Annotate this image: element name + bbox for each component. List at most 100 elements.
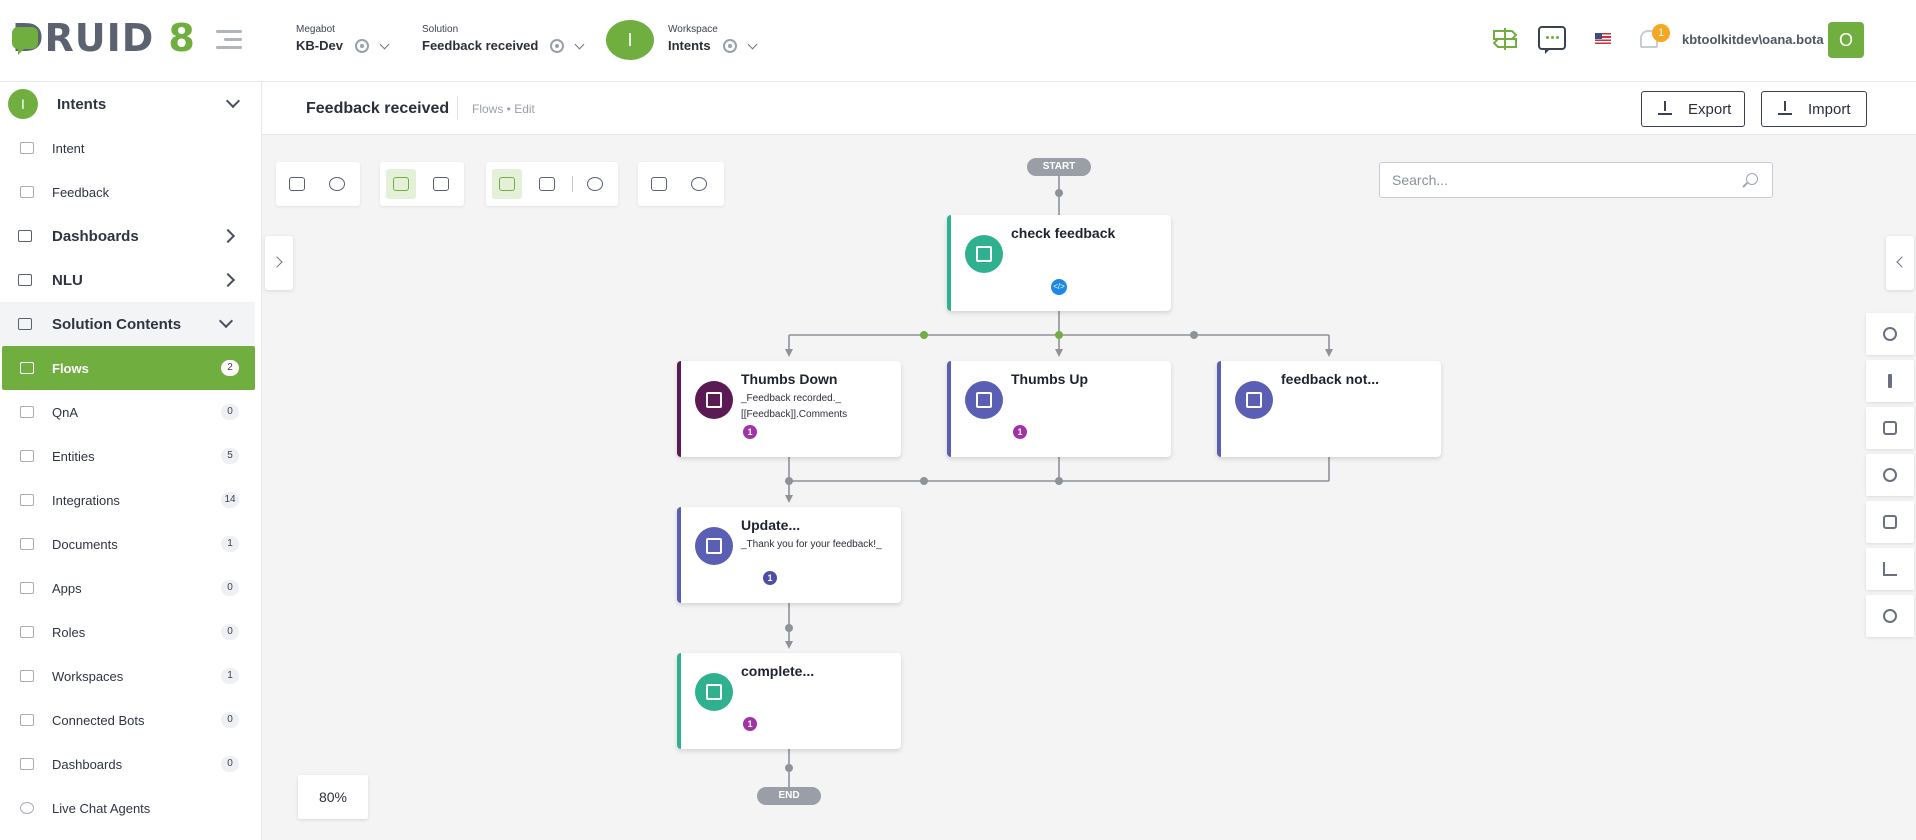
workspace-badge: I (8, 89, 38, 119)
add-node-icon[interactable] (644, 169, 674, 199)
sidebar-item-documents[interactable]: Documents 1 (2, 522, 255, 566)
divider (457, 96, 458, 120)
sidebar-item-feedback[interactable]: Feedback (2, 170, 255, 214)
node-title: complete... (741, 663, 815, 679)
terminal-icon (695, 381, 733, 419)
conversation-icon[interactable] (1866, 454, 1914, 496)
count-badge: 1 (221, 668, 239, 684)
import-button[interactable]: Import (1761, 91, 1867, 127)
zoom-level[interactable]: 80% (298, 775, 368, 819)
sidebar-workspace-header[interactable]: I Intents (0, 82, 262, 126)
gear-icon[interactable] (1866, 313, 1914, 355)
nlu-icon (18, 274, 32, 286)
collapse-panel-icon[interactable] (282, 169, 312, 199)
branch-view-icon[interactable] (426, 169, 456, 199)
sidebar-item-entities[interactable]: Entities 5 (2, 434, 255, 478)
sidebar-item-connected-bots[interactable]: Connected Bots 0 (2, 698, 255, 742)
druid-logo[interactable]: DRUID 8 (12, 18, 195, 58)
workspaces-icon (20, 670, 34, 682)
workspace-value: Intents (668, 38, 711, 53)
chevron-down-icon[interactable] (225, 93, 241, 109)
reset-icon[interactable] (684, 169, 714, 199)
tree-view-icon[interactable] (386, 169, 416, 199)
flow-node-check-feedback[interactable]: check feedback </> (947, 215, 1171, 311)
page-title: Feedback received (306, 100, 450, 117)
toolbar-divider (572, 176, 573, 192)
node-message: _Thank you for your feedback!_ (741, 539, 882, 550)
menu-toggle-icon[interactable] (216, 30, 242, 50)
hierarchy-icon[interactable] (1866, 501, 1914, 543)
megabot-gear-icon[interactable] (354, 39, 369, 53)
refresh-icon[interactable] (580, 169, 610, 199)
notification-badge: 1 (1652, 24, 1670, 42)
solution-label: Solution (422, 24, 459, 35)
flow-node-feedback-not[interactable]: feedback not... (1217, 361, 1441, 457)
dashboards-icon (20, 758, 34, 770)
megabot-value: KB-Dev (296, 38, 343, 53)
workspace-chevron-down-icon[interactable] (747, 39, 758, 49)
chevron-left-icon (1896, 256, 1908, 268)
flow-node-update[interactable]: Update... _Thank you for your feedback!_… (677, 507, 901, 603)
sidebar-section-dashboards[interactable]: Dashboards (0, 214, 255, 258)
sidebar-item-integrations[interactable]: Integrations 14 (2, 478, 255, 522)
sidebar: I Intents Intent Feedback Dashboards NLU… (0, 82, 262, 840)
flow-node-complete[interactable]: complete... 1 (677, 653, 901, 749)
flow-node-thumbs-up[interactable]: Thumbs Up 1 (947, 361, 1171, 457)
count-badge: 0 (221, 624, 239, 640)
sidebar-item-apps[interactable]: Apps 0 (2, 566, 255, 610)
expand-right-panel-button[interactable] (1886, 236, 1914, 290)
sidebar-item-live-chat-agents[interactable]: Live Chat Agents (2, 786, 255, 830)
breadcrumb[interactable]: Flows • Edit (472, 102, 535, 116)
sidebar-item-label: Flows (52, 360, 89, 376)
edit-nodes-icon[interactable] (532, 169, 562, 199)
sidebar-section-nlu[interactable]: NLU (0, 258, 255, 302)
user-avatar[interactable]: O (1828, 22, 1864, 58)
chart-icon[interactable] (1866, 548, 1914, 590)
signpost-icon[interactable] (1490, 26, 1520, 52)
sidebar-item-roles[interactable]: Roles 0 (2, 610, 255, 654)
node-accent-bar (1217, 361, 1221, 457)
us-flag-icon[interactable] (1595, 33, 1611, 44)
auto-layout-icon[interactable] (492, 169, 522, 199)
flow-canvas[interactable]: START END check feedback </> Thumbs Down… (262, 135, 1916, 840)
toolbar-group-layout (276, 162, 360, 206)
sidebar-item-dashboards[interactable]: Dashboards 0 (2, 742, 255, 786)
megabot-chevron-down-icon[interactable] (379, 39, 390, 49)
solution-chevron-down-icon[interactable] (574, 39, 585, 49)
apps-icon (20, 582, 34, 594)
sidebar-item-flows[interactable]: Flows 2 (2, 346, 255, 390)
chevron-right-icon (220, 272, 236, 288)
top-bar: DRUID 8 Megabot KB-Dev Solution Feedback… (0, 0, 1916, 82)
chevron-right-icon (271, 256, 283, 268)
node-badge: 1 (743, 425, 757, 439)
dashboard-icon (18, 230, 32, 242)
sidebar-item-label: Documents (52, 536, 118, 552)
integrations-icon (20, 494, 34, 506)
sidebar-item-intent[interactable]: Intent (2, 126, 255, 170)
megabot-selector[interactable]: Megabot KB-Dev (296, 24, 390, 56)
sidebar-item-workspaces[interactable]: Workspaces 1 (2, 654, 255, 698)
info-icon[interactable] (1866, 360, 1914, 402)
solution-selector[interactable]: Solution Feedback received (422, 24, 585, 56)
export-button[interactable]: Export (1641, 91, 1745, 127)
search-icon[interactable] (1746, 173, 1758, 185)
sidebar-item-qna[interactable]: QnA 0 (2, 390, 255, 434)
chat-icon[interactable] (1538, 26, 1566, 54)
flow-node-thumbs-down[interactable]: Thumbs Down _Feedback recorded._ [[Feedb… (677, 361, 901, 457)
network-icon[interactable] (322, 169, 352, 199)
node-title: feedback not... (1281, 371, 1380, 387)
code-icon[interactable] (1866, 407, 1914, 449)
user-name[interactable]: kbtoolkitdev\oana.bota (1682, 32, 1824, 47)
sidebar-item-label: Live Chat Agents (52, 800, 151, 816)
documents-icon (20, 538, 34, 550)
search-icon[interactable] (1866, 595, 1914, 637)
entities-icon (20, 450, 34, 462)
workspace-gear-icon[interactable] (722, 39, 737, 53)
search-input[interactable] (1380, 163, 1740, 197)
expand-left-panel-button[interactable] (265, 236, 293, 290)
solution-gear-icon[interactable] (550, 39, 565, 53)
flow-search[interactable] (1379, 162, 1773, 198)
sidebar-section-label: Dashboards (52, 227, 139, 245)
sidebar-section-solution-contents[interactable]: Solution Contents (0, 302, 255, 346)
workspace-selector[interactable]: Workspace Intents (668, 24, 758, 56)
